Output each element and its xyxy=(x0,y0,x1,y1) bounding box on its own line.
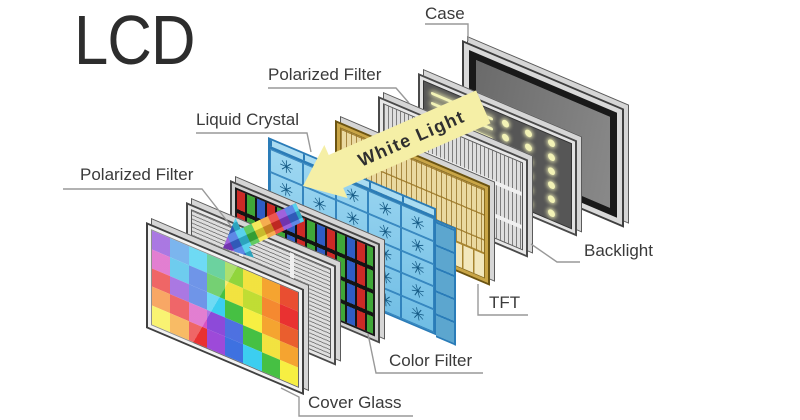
label-color-filter: Color Filter xyxy=(389,351,473,370)
backlight-dot xyxy=(548,194,555,205)
backlight-dot xyxy=(548,152,555,163)
backlight-dot xyxy=(548,180,555,191)
backlight-dot xyxy=(548,138,555,149)
diagram-title: LCD xyxy=(74,1,195,79)
backlight-dot xyxy=(502,132,509,143)
label-liquid-crystal: Liquid Crystal xyxy=(196,110,299,129)
label-polarized-filter-front: Polarized Filter xyxy=(80,165,194,184)
label-case: Case xyxy=(425,4,465,23)
label-backlight: Backlight xyxy=(584,241,653,260)
backlight-dot xyxy=(548,166,555,177)
backlight-dot xyxy=(502,118,509,129)
label-polarized-filter-rear: Polarized Filter xyxy=(268,65,382,84)
backlight-dot xyxy=(548,208,555,219)
liquid-crystal-side xyxy=(436,219,456,346)
label-tft: TFT xyxy=(489,293,521,312)
label-cover-glass: Cover Glass xyxy=(308,393,402,412)
backlight-dot xyxy=(525,128,532,139)
backlight-dot xyxy=(525,142,532,153)
